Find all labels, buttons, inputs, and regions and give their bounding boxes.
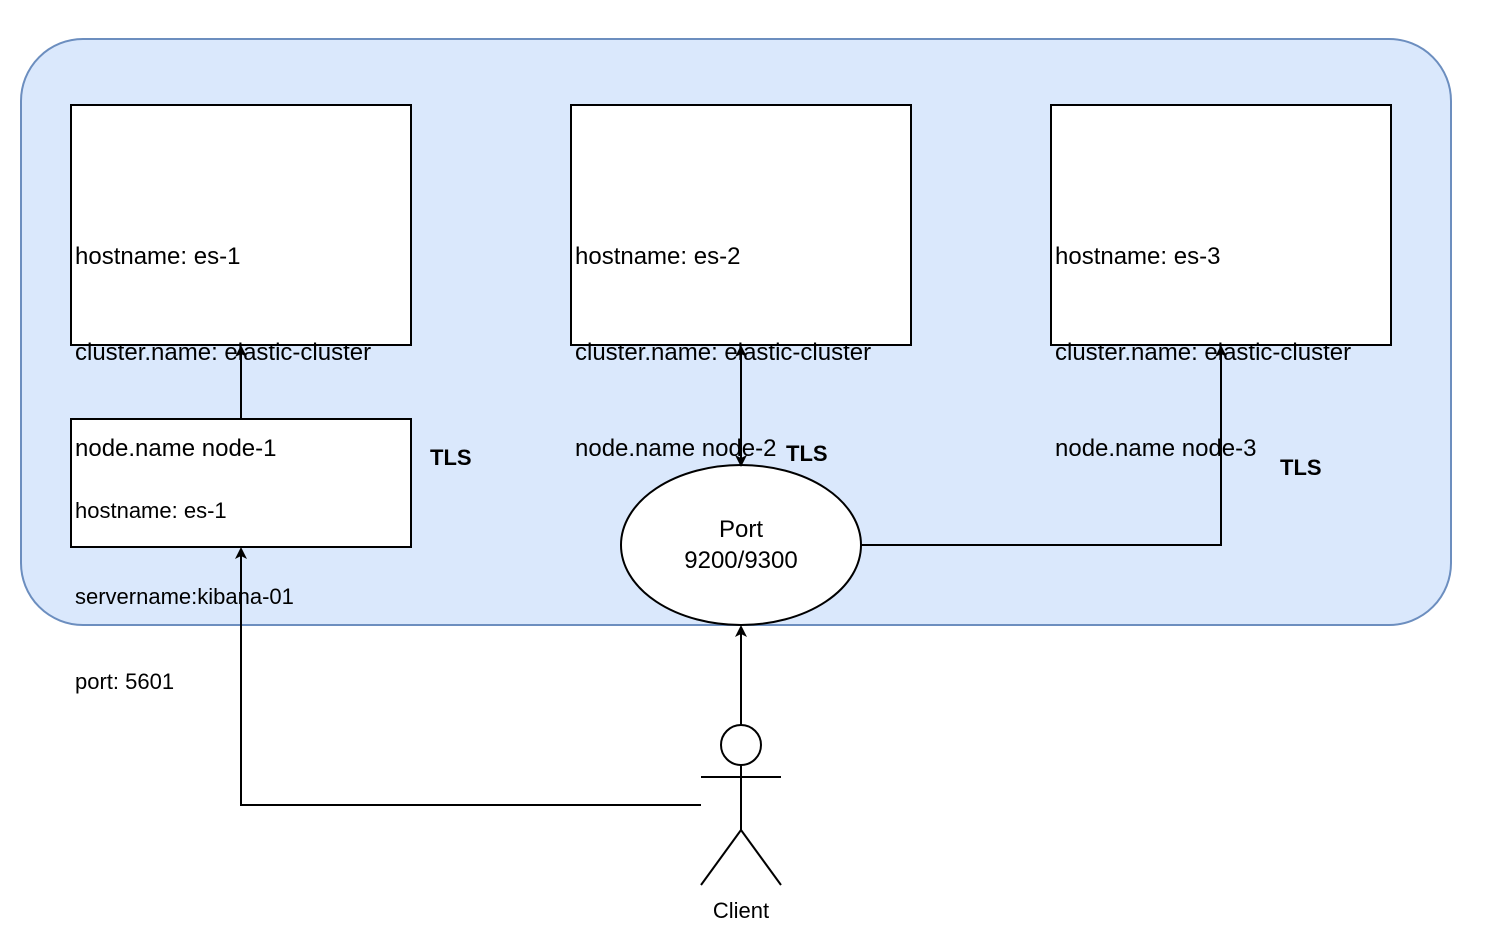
node-hostname: hostname: es-1: [75, 243, 241, 270]
tls-label-es-2: TLS: [786, 441, 828, 466]
kibana-box[interactable]: [70, 418, 412, 548]
node-cluster-name: cluster.name: elastic-cluster: [75, 339, 372, 366]
node-box-es-2[interactable]: [570, 104, 912, 346]
kibana-port: port: 5601: [75, 669, 175, 694]
node-label-es-1: hostname: es-1 cluster.name: elastic-clu…: [75, 177, 371, 497]
client-label: Client: [712, 898, 770, 923]
node-label-es-3: hostname: es-3 cluster.name: elastic-clu…: [1055, 177, 1351, 497]
kibana-hostname: hostname: es-1: [75, 498, 227, 523]
node-cluster-name: cluster.name: elastic-cluster: [1055, 339, 1352, 366]
node-node-name: node.name node-3: [1055, 435, 1257, 462]
edge-port-to-es-3: [861, 345, 1227, 546]
node-box-es-3[interactable]: [1050, 104, 1392, 346]
kibana-label: hostname: es-1 servername:kibana-01 port…: [75, 440, 294, 725]
node-hostname: hostname: es-2: [575, 243, 741, 270]
port-title: Port: [718, 516, 763, 543]
node-node-name: node.name node-2: [575, 435, 777, 462]
actor-icon[interactable]: [700, 724, 782, 886]
tls-label-es-3: TLS: [1280, 455, 1322, 480]
node-node-name: node.name node-1: [75, 435, 277, 462]
edge-client-to-kibana: [235, 547, 701, 806]
kibana-servername: servername:kibana-01: [75, 583, 294, 609]
tls-label-kibana: TLS: [430, 445, 472, 470]
port-label: Port 9200/9300: [621, 514, 861, 576]
node-label-es-2: hostname: es-2 cluster.name: elastic-clu…: [575, 177, 871, 497]
port-numbers: 9200/9300: [684, 547, 798, 574]
node-box-es-1[interactable]: [70, 104, 412, 346]
node-hostname: hostname: es-3: [1055, 243, 1221, 270]
node-cluster-name: cluster.name: elastic-cluster: [575, 339, 872, 366]
